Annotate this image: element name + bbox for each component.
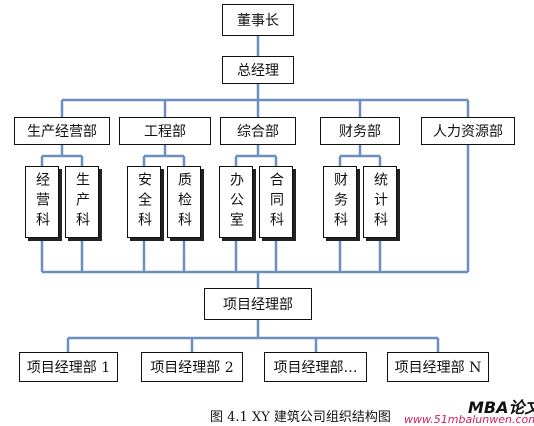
section-label: 安全科	[136, 172, 152, 232]
watermark-url: www.51mbalunwen.com	[404, 413, 534, 426]
section-label: 质检科	[176, 172, 192, 232]
project-label: 项目经理部 1	[26, 360, 111, 376]
section-contracts: 合同科	[259, 166, 293, 238]
dept-production-operations: 生产经营部	[14, 117, 110, 145]
section-label: 经营科	[34, 172, 50, 232]
dept-label: 工程部	[144, 124, 186, 140]
dept-finance: 财务部	[320, 117, 400, 145]
dept-engineering: 工程部	[119, 117, 211, 145]
general-manager-label: 总经理	[237, 63, 279, 79]
project-label: 项目经理部 N	[394, 360, 482, 376]
section-finance: 财务科	[323, 166, 357, 238]
dept-human-resources: 人力资源部	[421, 117, 515, 145]
dept-label: 综合部	[237, 124, 279, 140]
project-box-n: 项目经理部 N	[387, 352, 489, 382]
section-safety: 安全科	[127, 166, 161, 238]
dept-label: 生产经营部	[27, 124, 97, 140]
project-label: 项目经理部…	[273, 360, 358, 376]
project-box-1: 项目经理部 1	[19, 352, 118, 382]
project-management-dept: 项目经理部	[204, 288, 312, 320]
general-manager-box: 总经理	[222, 56, 294, 84]
project-label: 项目经理部 2	[150, 360, 234, 376]
section-label: 财务科	[332, 172, 348, 232]
section-label: 生产科	[74, 172, 90, 232]
watermark-brand: MBA论文网	[468, 398, 534, 417]
section-office: 办公室	[219, 166, 253, 238]
section-label: 办公室	[228, 172, 244, 232]
section-production: 生产科	[65, 166, 99, 238]
section-statistics: 统计科	[363, 166, 397, 238]
section-label: 统计科	[372, 172, 388, 232]
project-box-ellipsis: 项目经理部…	[264, 352, 367, 382]
chairman-box: 董事长	[222, 4, 294, 36]
dept-label: 财务部	[339, 124, 381, 140]
figure-caption: 图 4.1 XY 建筑公司组织结构图	[210, 410, 391, 425]
dept-general-affairs: 综合部	[220, 117, 296, 145]
section-label: 合同科	[268, 172, 284, 232]
project-box-2: 项目经理部 2	[141, 352, 243, 382]
dept-label: 人力资源部	[433, 124, 503, 140]
section-operations: 经营科	[25, 166, 59, 238]
project-dept-label: 项目经理部	[223, 297, 293, 313]
section-quality-inspection: 质检科	[167, 166, 201, 238]
chairman-label: 董事长	[237, 13, 279, 29]
